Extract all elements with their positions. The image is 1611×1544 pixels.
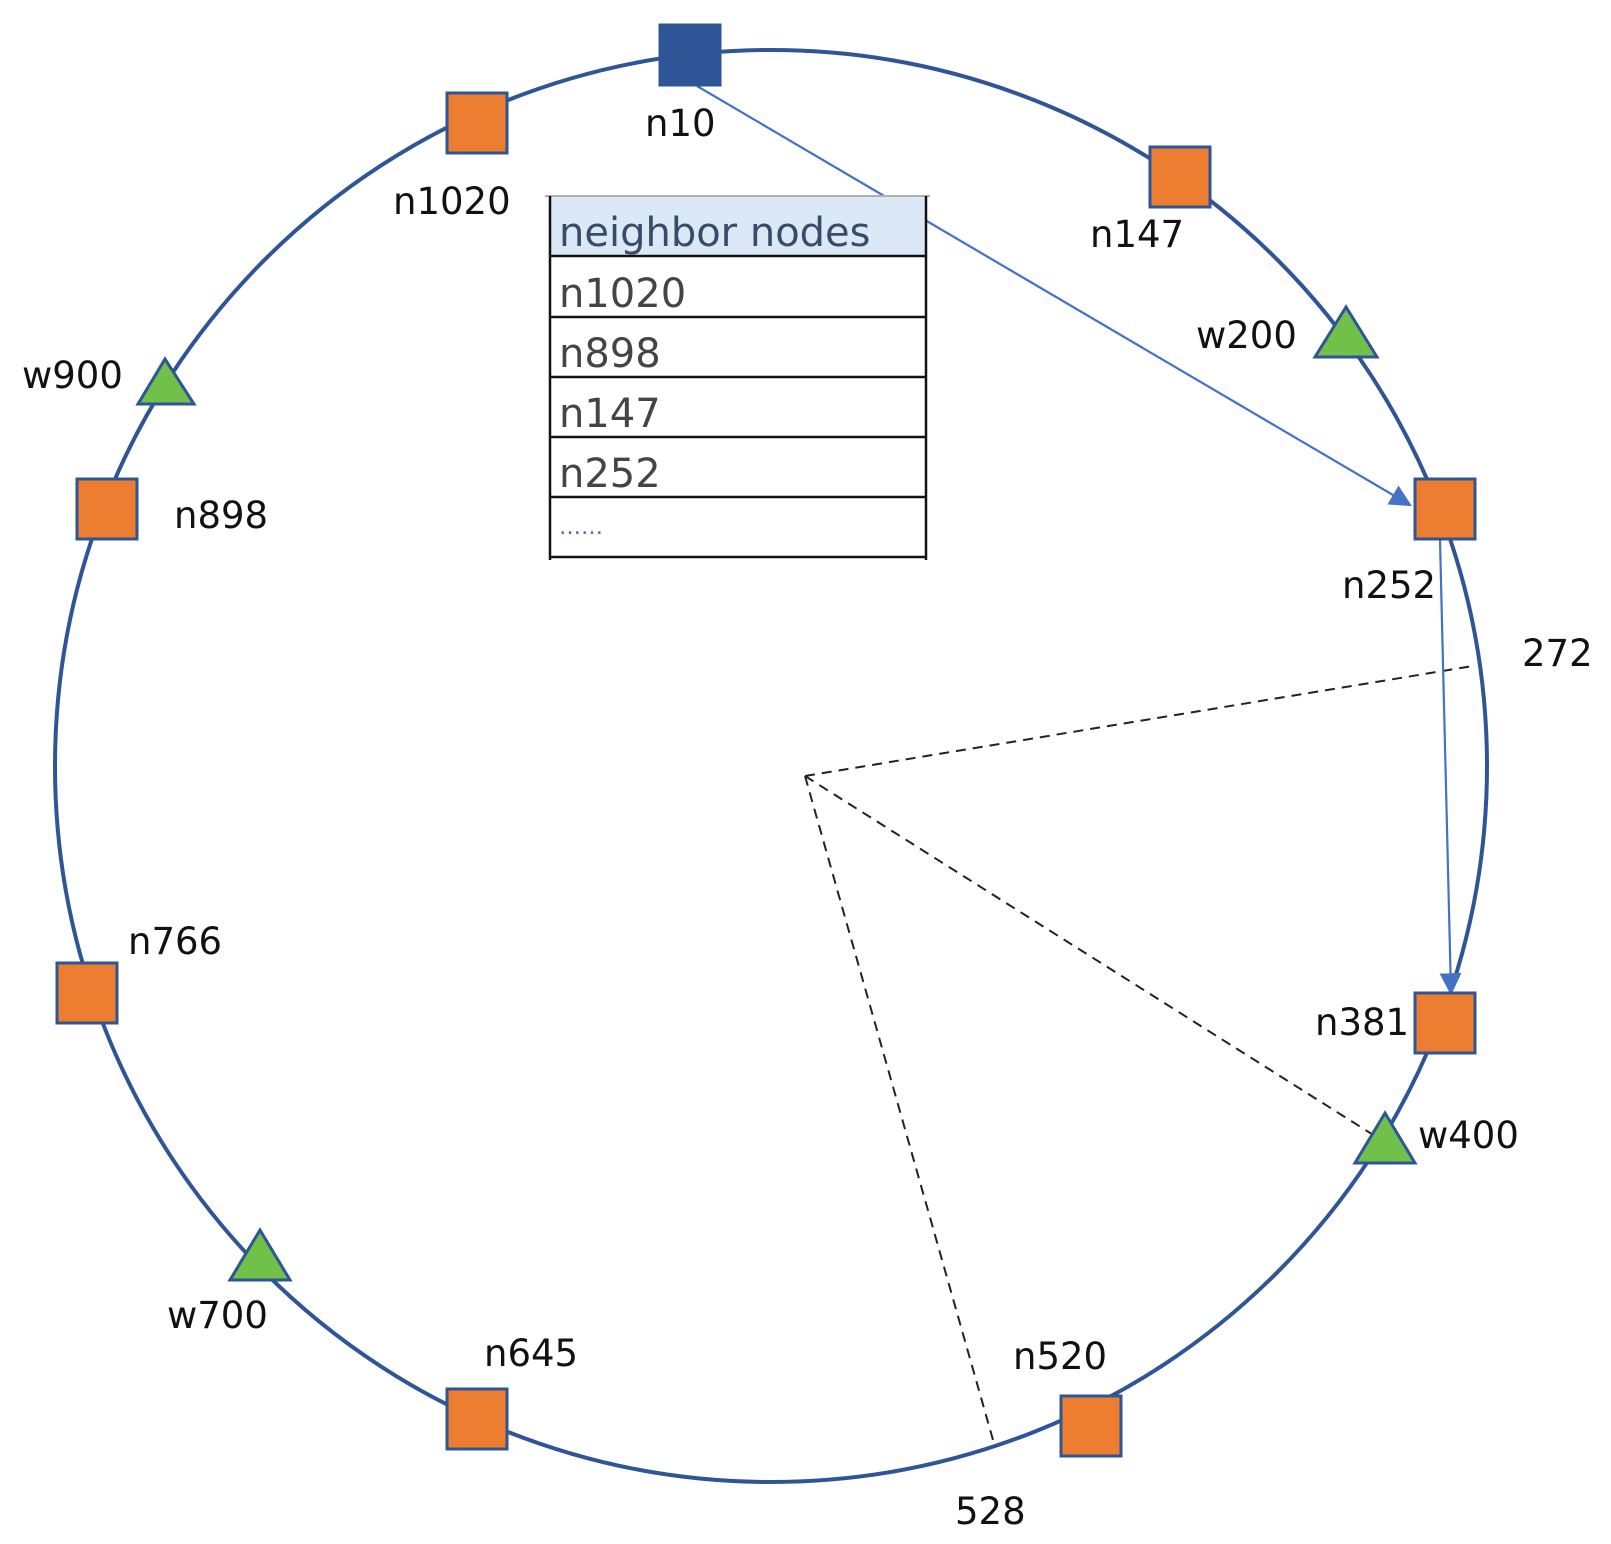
neighbor-table-header-bg [550,196,926,256]
hash-ring [53,48,1489,1484]
node-n766-square-icon [55,961,119,1025]
node-n10-square-icon [658,23,722,87]
label-w700: w700 [167,1294,268,1337]
label-n645: n645 [484,1332,578,1375]
label-w900: w900 [22,354,123,397]
worker-w900-triangle-icon [135,356,197,406]
boundary-line-272 [804,665,1474,777]
label-n381: n381 [1315,1001,1409,1044]
label-n1020: n1020 [393,180,511,223]
node-n1020-square-icon [445,91,509,155]
node-n898-square-icon [75,477,139,541]
neighbor-table-row: n147 [559,391,661,437]
label-n520: n520 [1013,1335,1107,1378]
node-n381-square-icon [1413,991,1477,1055]
boundary-line-w400 [804,775,1406,1156]
label-n898: n898 [174,494,268,537]
node-n252-square-icon [1413,477,1477,541]
node-n147-square-icon [1148,145,1212,209]
neighbor-table-row: n898 [559,331,661,377]
node-n645-square-icon [445,1387,509,1451]
neighbor-table: neighbor nodes n1020 n898 n147 n252 …… [545,195,930,560]
arrow-n10-to-n252 [696,85,1412,507]
worker-w200-triangle-icon [1312,304,1380,359]
boundary-label-528: 528 [955,1490,1026,1533]
boundary-line-528 [804,775,996,1448]
label-n147: n147 [1090,213,1184,256]
worker-w400-triangle-icon [1352,1110,1418,1165]
neighbor-table-row: n252 [559,451,661,497]
node-n520-square-icon [1059,1394,1123,1458]
worker-w700-triangle-icon [227,1227,293,1282]
label-n10: n10 [645,102,716,145]
label-w200: w200 [1196,314,1297,357]
label-n766: n766 [128,920,222,963]
neighbor-table-header: neighbor nodes [559,210,871,256]
label-n252: n252 [1342,564,1436,607]
neighbor-table-row: n1020 [559,271,686,317]
label-w400: w400 [1418,1114,1519,1157]
neighbor-table-row-ellipsis: …… [559,515,603,540]
arrow-n252-to-n381 [1438,539,1462,996]
boundary-label-272: 272 [1522,632,1593,675]
